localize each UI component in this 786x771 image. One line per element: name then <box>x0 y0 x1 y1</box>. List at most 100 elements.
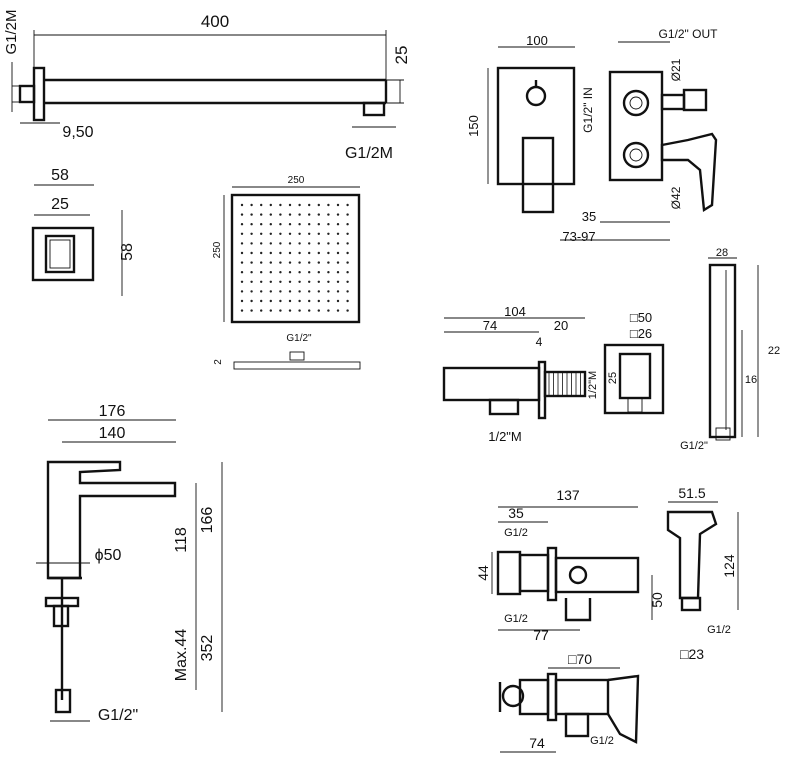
large-diameter-label: Ø42 <box>669 186 683 209</box>
nozzle-dot <box>260 299 263 303</box>
nozzle-dot <box>317 309 320 312</box>
nozzle-dot <box>346 261 349 264</box>
nozzle-dot <box>269 251 272 255</box>
bidet-valve-depth-label: 35 <box>508 505 524 521</box>
bidet-mixer-drawing: □70 74 G1/2 <box>498 651 640 753</box>
nozzle-dot <box>279 242 282 245</box>
nozzle-dot <box>240 290 244 293</box>
outlet-thread-label: 1/2"M <box>488 429 522 444</box>
mixer-height-label: 150 <box>466 115 481 137</box>
nozzle-dot <box>308 213 311 216</box>
bidet-mixer-depth-label: 74 <box>529 735 545 751</box>
hand-shower-handle-label: 16 <box>745 374 757 386</box>
basin-spout-label: 140 <box>99 425 126 442</box>
nozzle-dot <box>298 271 301 274</box>
outlet-threaded-tail <box>543 370 587 398</box>
nozzle-dot <box>288 213 292 216</box>
hand-shower-body <box>708 263 737 439</box>
outlet-flange-label: 4 <box>536 335 543 349</box>
flange-offset-label: 9,50 <box>62 124 93 141</box>
shower-head-plate <box>230 193 361 324</box>
nozzle-dot <box>279 213 282 216</box>
nozzle-dot <box>279 309 282 312</box>
arm-outlet-nut <box>362 101 386 117</box>
nozzle-dot <box>269 261 272 264</box>
outlet-body-label: 74 <box>483 318 497 333</box>
nozzle-dot <box>279 271 282 274</box>
nozzle-dot <box>288 203 292 207</box>
shower-head-nozzles <box>240 203 349 312</box>
arm-wall-flange <box>32 66 46 122</box>
hand-shower-width-label: 28 <box>716 247 728 259</box>
nozzle-dot <box>269 213 272 216</box>
flange-outer-label: 58 <box>51 167 69 184</box>
hand-shower-thread <box>715 427 731 441</box>
nozzle-dot <box>250 290 253 293</box>
nozzle-dot <box>346 271 349 274</box>
nozzle-dot <box>308 290 311 293</box>
nozzle-dot <box>308 203 311 207</box>
bidet-spray-height-label: 124 <box>721 554 737 578</box>
basin-mixer-drawing: 176 140 166 118 ϕ50 Max.44 352 G1/2" <box>36 403 223 724</box>
nozzle-dot <box>240 223 244 226</box>
nozzle-dot <box>240 271 244 274</box>
nozzle-dot <box>336 261 340 264</box>
shower-arm-drawing: 400 25 G1/2M 9,50 G1/2M <box>3 9 411 162</box>
nozzle-dot <box>346 299 349 303</box>
arm-height-label: 25 <box>392 46 411 65</box>
nozzle-dot <box>240 203 244 207</box>
nozzle-dot <box>260 309 263 312</box>
bidet-valve-length-label: 137 <box>556 487 580 503</box>
nozzle-dot <box>308 251 311 255</box>
nozzle-dot <box>279 232 282 235</box>
basin-mixer-fixing <box>52 604 70 628</box>
nozzle-dot <box>250 251 253 255</box>
nozzle-dot <box>288 232 292 235</box>
flange-height-label: 58 <box>119 243 136 261</box>
nozzle-dot <box>336 242 340 245</box>
nozzle-dot <box>288 251 292 255</box>
nozzle-dot <box>308 309 311 312</box>
bidet-spray-thread-label: G1/2 <box>707 624 731 636</box>
diverter-stem <box>660 93 686 111</box>
bidet-spray-head <box>666 510 718 600</box>
nozzle-dot <box>327 203 330 207</box>
nozzle-dot <box>298 203 301 207</box>
shower-head-connector <box>289 351 305 361</box>
bidet-spray-thread <box>680 596 702 612</box>
small-diameter-label: Ø21 <box>669 58 683 81</box>
side-lever-profile <box>660 132 718 213</box>
nozzle-dot <box>327 232 330 235</box>
nozzle-dot <box>288 261 292 264</box>
nozzle-dot <box>279 290 282 293</box>
nozzle-dot <box>317 299 320 303</box>
nozzle-dot <box>346 290 349 293</box>
basin-hose-label: 352 <box>199 635 216 662</box>
nozzle-dot <box>298 223 301 226</box>
bidet-valve-height-label: 44 <box>475 565 491 581</box>
diverter-cap <box>682 88 708 112</box>
mixer-width-label: 100 <box>526 33 548 48</box>
nozzle-dot <box>336 290 340 293</box>
basin-base-label: ϕ50 <box>95 547 122 564</box>
nozzle-dot <box>288 280 292 283</box>
nozzle-dot <box>336 213 340 216</box>
outlet-plate-size-label: □50 <box>630 310 652 325</box>
nozzle-dot <box>250 203 253 207</box>
nozzle-dot <box>336 280 340 283</box>
shower-head-thread-label: G1/2" <box>286 333 312 344</box>
nozzle-dot <box>346 232 349 235</box>
outlet-length-label: 104 <box>504 304 526 319</box>
nozzle-dot <box>269 280 272 283</box>
wall-outlet-drawing: 104 74 20 4 1/2"M □50 □26 25 1/2"M <box>442 304 665 444</box>
nozzle-dot <box>308 261 311 264</box>
bidet-spray-width-label: 51.5 <box>678 485 705 501</box>
nozzle-dot <box>260 280 263 283</box>
nozzle-dot <box>327 213 330 216</box>
shower-head-width-label: 250 <box>288 175 305 186</box>
depth-range-label: 73-97 <box>562 229 595 244</box>
nozzle-dot <box>260 203 263 207</box>
nozzle-dot <box>317 223 320 226</box>
bidet-spray-drawing: 51.5 124 G1/2 □23 <box>666 485 739 662</box>
